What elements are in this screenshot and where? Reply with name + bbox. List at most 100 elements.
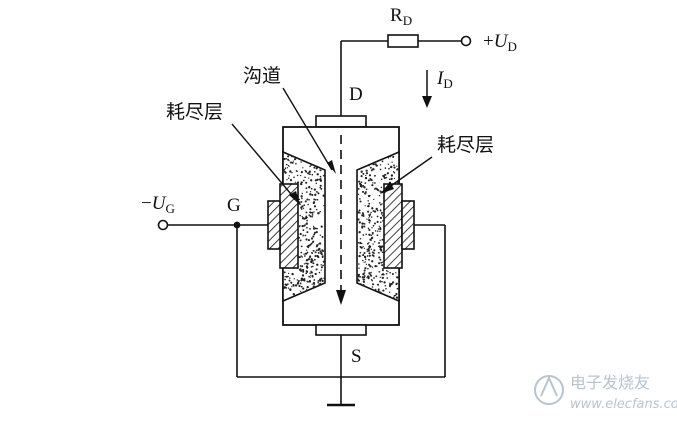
depletion-dot	[359, 198, 361, 200]
depletion-dot	[286, 167, 289, 169]
depletion-dot	[371, 231, 374, 235]
depletion-dot	[317, 192, 320, 195]
depletion-dot	[390, 174, 394, 177]
depletion-dot	[381, 160, 384, 163]
depletion-dot	[300, 279, 303, 282]
rd-resistor	[387, 34, 419, 48]
depletion-dot	[323, 204, 325, 207]
depletion-dot	[316, 244, 319, 247]
depletion-dot	[302, 287, 305, 290]
depletion-dot	[368, 217, 370, 219]
depletion-dot	[314, 171, 316, 173]
ug-label: −UG	[141, 193, 175, 216]
depletion-dot	[393, 171, 396, 174]
gate-p-region-right	[383, 183, 403, 269]
depletion-dot	[395, 272, 397, 274]
depletion-dot	[319, 178, 322, 181]
depletion-dot	[308, 198, 310, 201]
depletion-dot	[305, 170, 308, 173]
depletion-dot	[381, 281, 383, 283]
depletion-dot	[288, 175, 290, 177]
depletion-dot	[302, 167, 304, 169]
depletion-dot	[358, 221, 361, 224]
depletion-dot	[294, 158, 297, 161]
depletion-dot	[390, 282, 393, 286]
depletion-dot	[319, 169, 321, 171]
depletion-dot	[368, 221, 371, 224]
depletion-dot	[309, 165, 311, 168]
depletion-dot	[361, 222, 364, 225]
depletion-dot	[368, 252, 371, 255]
depletion-dot	[305, 211, 308, 214]
depletion-dot	[314, 272, 317, 276]
depletion-dot	[304, 224, 306, 226]
depletion-dot	[308, 280, 310, 283]
depletion-dot	[364, 182, 367, 184]
depletion-dot	[374, 222, 376, 225]
depletion-dot	[321, 235, 324, 238]
depletion-dot	[381, 213, 383, 215]
depletion-dot	[316, 263, 319, 266]
depletion-dot	[289, 277, 291, 279]
depletion-dot	[319, 175, 322, 178]
depletion-dot	[322, 260, 326, 263]
depletion-dot	[381, 273, 383, 276]
depletion-dot	[378, 262, 381, 265]
depletion-dot	[300, 255, 303, 257]
depletion-dot	[363, 247, 365, 249]
depletion-dot	[366, 242, 369, 245]
depletion-dot	[381, 269, 384, 272]
depletion-dot	[300, 200, 303, 203]
depletion-dot	[359, 246, 362, 248]
depletion-dot	[313, 166, 316, 169]
depletion-dot	[304, 200, 307, 203]
depletion-dot	[375, 265, 378, 268]
depletion-dot	[296, 182, 299, 184]
depletion-dot	[305, 187, 308, 190]
depletion-dot	[396, 277, 399, 279]
depletion-dot	[309, 276, 311, 278]
depletion-dot	[370, 216, 373, 218]
depletion-dot	[371, 260, 374, 263]
depletion-dot	[309, 173, 311, 176]
depletion-dot	[320, 266, 323, 269]
depletion-dot	[314, 193, 317, 196]
gate-junction-dot	[233, 221, 241, 229]
depletion-dot	[299, 239, 302, 242]
depletion-dot	[379, 190, 382, 193]
drain-label: D	[349, 84, 363, 105]
depletion-dot	[296, 174, 299, 177]
depletion-dot	[288, 160, 290, 162]
depletion-dot	[291, 272, 294, 276]
depletion-dot	[320, 187, 323, 190]
depletion-dot	[308, 185, 311, 189]
depletion-dot	[365, 233, 367, 236]
depletion-dot	[379, 276, 381, 278]
depletion-dot	[369, 265, 372, 268]
depletion-dot	[312, 225, 315, 228]
depletion-dot	[368, 214, 370, 216]
channel-pointer	[282, 87, 333, 171]
depletion-dot	[287, 155, 290, 158]
depletion-dot	[362, 234, 365, 236]
depletion-dot	[320, 269, 322, 271]
depletion-dot	[381, 203, 383, 205]
depletion-dot	[315, 268, 318, 271]
depletion-dot	[361, 242, 363, 245]
depletion-dot	[301, 224, 304, 228]
depletion-dot	[357, 278, 360, 281]
depletion-dot	[319, 184, 322, 187]
depletion-dot	[379, 226, 382, 229]
depletion-dot	[371, 251, 374, 254]
depletion-dot	[296, 170, 298, 173]
depletion-dot	[362, 259, 364, 262]
depletion-dot	[292, 293, 295, 296]
depletion-dot	[315, 249, 318, 252]
depletion-dot	[300, 245, 303, 248]
depletion-dot	[299, 265, 302, 267]
depletion-dot	[300, 161, 302, 163]
depletion-dot	[381, 238, 384, 241]
depletion-dot	[379, 239, 381, 242]
depletion-dot	[377, 189, 380, 192]
depletion-dot	[392, 281, 395, 284]
